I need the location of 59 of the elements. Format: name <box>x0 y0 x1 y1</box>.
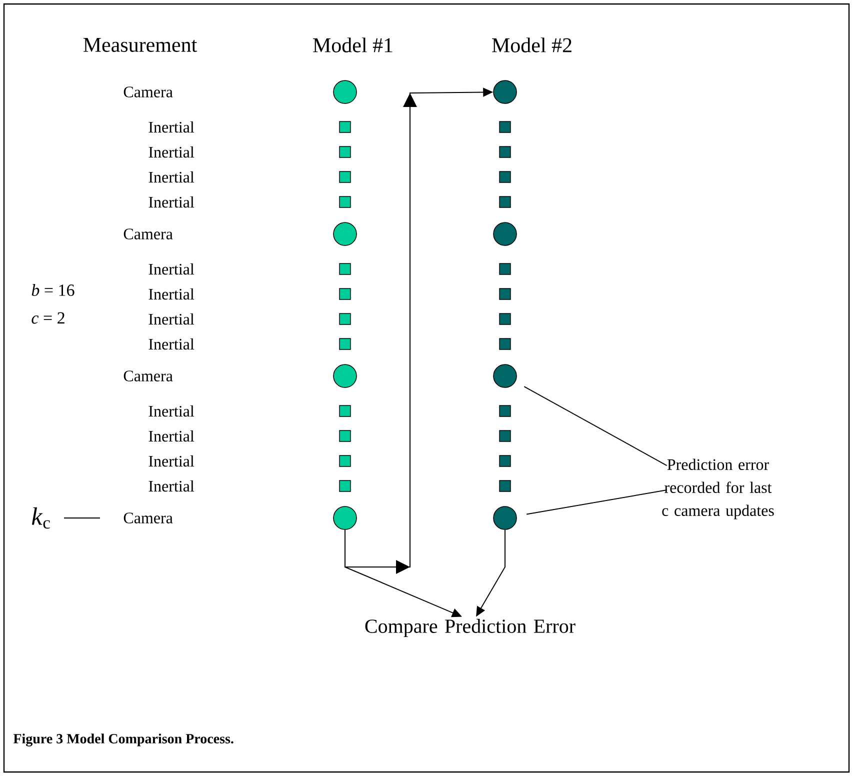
inertial-square <box>499 288 511 300</box>
measurement-label: Inertial <box>148 313 194 325</box>
inertial-square <box>499 121 511 133</box>
inertial-square <box>499 430 511 442</box>
measurement-label: Inertial <box>148 455 194 467</box>
inertial-square <box>499 313 511 325</box>
measurement-label: Camera <box>124 228 173 240</box>
measurement-label: Inertial <box>148 263 194 275</box>
parameter-label: c = 2 <box>32 312 64 324</box>
result-label: Compare Prediction Error <box>365 618 576 638</box>
index-label: k$_{c}$ <box>32 507 50 529</box>
inertial-square <box>339 146 351 158</box>
measurement-label: Inertial <box>148 430 194 442</box>
measurement-label: Inertial <box>148 146 194 158</box>
inertial-square <box>339 288 351 300</box>
column-header: Model #2 <box>492 38 572 52</box>
inertial-square <box>339 455 351 467</box>
camera-circle <box>333 364 357 388</box>
inertial-square <box>499 263 511 275</box>
camera-circle <box>493 506 517 530</box>
parameter-label: b = 16 <box>32 284 74 296</box>
measurement-label: Inertial <box>148 480 194 492</box>
inertial-square <box>499 480 511 492</box>
inertial-square <box>339 263 351 275</box>
camera-circle <box>493 80 517 104</box>
measurement-label: Inertial <box>148 405 194 417</box>
inertial-square <box>499 171 511 183</box>
inertial-square <box>499 146 511 158</box>
column-header: Model #1 <box>313 38 392 52</box>
camera-circle <box>333 80 357 104</box>
camera-circle <box>493 222 517 246</box>
inertial-square <box>499 455 511 467</box>
inertial-square <box>499 196 511 208</box>
inertial-square <box>339 313 351 325</box>
inertial-square <box>339 430 351 442</box>
annotation-text: Prediction error recorded for last c camera updates <box>662 458 774 520</box>
inertial-square <box>339 196 351 208</box>
leader-line <box>524 386 668 466</box>
measurement-label: Inertial <box>148 171 194 183</box>
measurement-label: Inertial <box>148 288 194 300</box>
leader-line <box>526 490 668 515</box>
inertial-square <box>339 480 351 492</box>
measurement-label: Camera <box>124 370 173 382</box>
measurement-label: Camera <box>124 86 173 98</box>
camera-circle <box>493 364 517 388</box>
inertial-square <box>499 405 511 417</box>
inertial-square <box>339 338 351 350</box>
caption: Figure 3 Model Comparison Process. <box>13 734 234 746</box>
inertial-square <box>339 171 351 183</box>
camera-circle <box>333 506 357 530</box>
inertial-square <box>499 338 511 350</box>
inertial-square <box>339 405 351 417</box>
measurement-label: Inertial <box>148 196 194 208</box>
column-header: Measurement <box>83 38 198 52</box>
measurement-label: Camera <box>124 512 173 524</box>
inertial-square <box>339 121 351 133</box>
measurement-label: Inertial <box>148 121 194 133</box>
camera-circle <box>333 222 357 246</box>
measurement-label: Inertial <box>148 338 194 350</box>
